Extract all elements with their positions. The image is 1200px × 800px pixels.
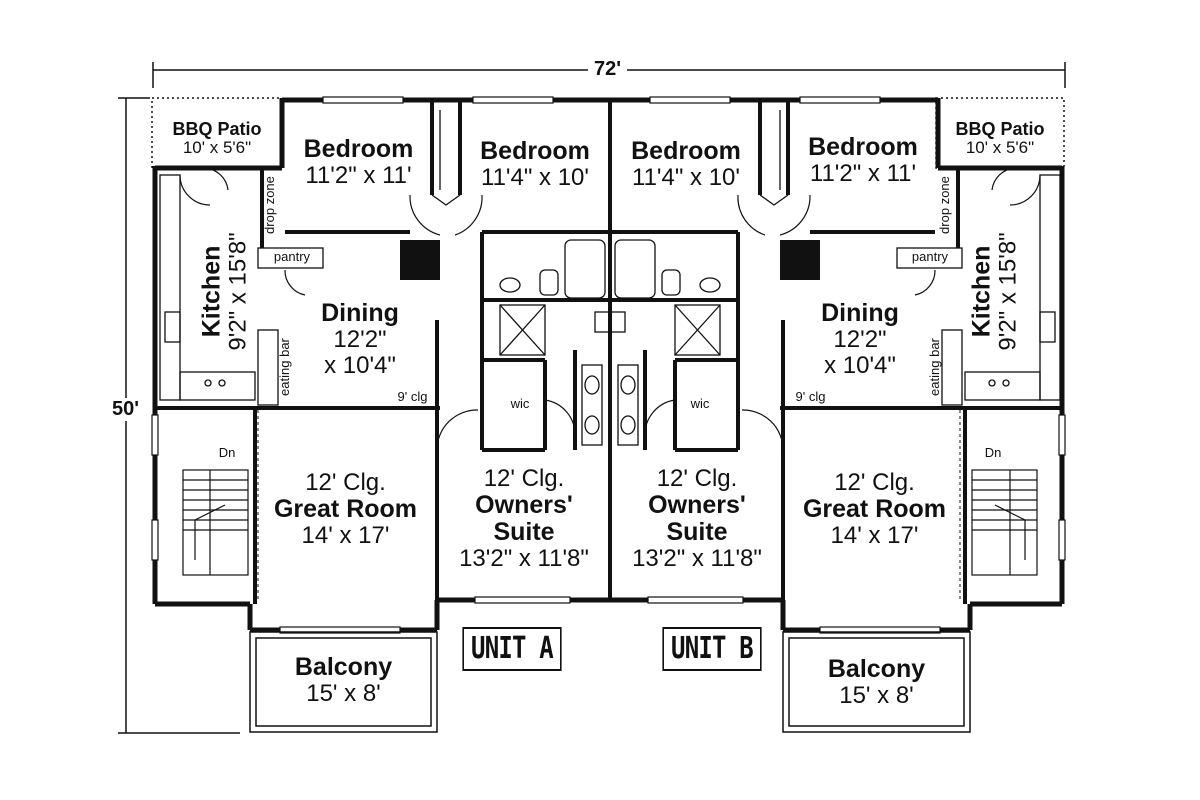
dining-a-name: Dining	[321, 299, 399, 327]
balcony-a: Balcony 15' x 8'	[256, 654, 431, 707]
bbq-patio-b-size: 10' x 5'6"	[965, 138, 1035, 158]
bbq-patio-a-size: 10' x 5'6"	[182, 138, 252, 158]
owners-suite-b-size: 13'2" x 11'8"	[632, 544, 762, 572]
kitchen-a-name: Kitchen	[197, 245, 226, 338]
great-room-b: 12' Clg. Great Room 14' x 17'	[787, 470, 962, 549]
bedroom-b1: Bedroom 11'4" x 10'	[612, 138, 760, 191]
bedroom-a1-size: 11'2" x 11'	[305, 162, 412, 189]
dining-a-size2: x 10'4"	[324, 351, 396, 379]
kitchen-a: Kitchen 9'2" x 15'8"	[197, 216, 252, 366]
balcony-b-size: 15' x 8'	[839, 682, 914, 709]
door-swings	[179, 174, 1041, 451]
balcony-a-size: 15' x 8'	[306, 680, 381, 707]
depth-dimension-label: 50'	[106, 398, 146, 421]
stairs-down-a: Dn	[218, 445, 236, 460]
dining-b-size1: 12'2"	[833, 326, 887, 353]
ceiling-9-a: 9' clg	[397, 389, 428, 404]
kitchen-b-name: Kitchen	[967, 245, 996, 338]
wic-b: wic	[690, 396, 710, 411]
great-room-a: 12' Clg. Great Room 14' x 17'	[258, 470, 433, 549]
patio-doors	[204, 167, 1016, 191]
ceiling-9-b: 9' clg	[795, 389, 826, 404]
bedroom-b2-name: Bedroom	[808, 133, 918, 161]
bbq-patio-a: BBQ Patio 10' x 5'6"	[152, 119, 282, 158]
dining-a-size1: 12'2"	[333, 326, 387, 353]
owners-suite-a: 12' Clg. Owners' Suite 13'2" x 11'8"	[440, 466, 608, 572]
great-room-b-ceiling: 12' Clg.	[834, 469, 915, 496]
owners-suite-b-name1: Owners'	[648, 490, 746, 519]
width-dimension-label: 72'	[588, 58, 628, 81]
bbq-patio-a-name: BBQ Patio	[172, 119, 262, 139]
interior-walls	[155, 100, 1062, 604]
bbq-patio-b: BBQ Patio 10' x 5'6"	[936, 119, 1064, 158]
dining-b-name: Dining	[821, 299, 899, 327]
kitchen-counters	[159, 174, 1061, 406]
great-room-a-name: Great Room	[273, 494, 418, 523]
bedroom-a2-name: Bedroom	[480, 137, 590, 165]
owners-suite-a-size: 13'2" x 11'8"	[459, 544, 589, 572]
zone-dashes	[160, 407, 961, 600]
balcony-a-name: Balcony	[294, 653, 393, 681]
eating-bar-a: eating bar	[276, 338, 292, 396]
great-room-b-size: 14' x 17'	[830, 521, 919, 549]
stairs	[182, 469, 1038, 576]
bedroom-b1-size: 11'4" x 10'	[632, 164, 740, 191]
owners-suite-a-name1: Owners'	[475, 490, 573, 519]
balcony-b: Balcony 15' x 8'	[789, 656, 964, 709]
wic-a: wic	[510, 396, 530, 411]
bath-fixtures	[499, 239, 721, 446]
unit-b-tag: UNIT B	[662, 627, 762, 671]
bedroom-b2-size: 11'2" x 11'	[809, 160, 917, 187]
owners-suite-a-ceiling: 12' Clg.	[483, 465, 565, 492]
eating-bar-b: eating bar	[926, 338, 942, 396]
bedroom-b1-name: Bedroom	[631, 137, 741, 165]
owners-suite-b-name2: Suite	[666, 517, 728, 546]
drop-zone-b: drop zone	[936, 176, 952, 234]
owners-suite-b: 12' Clg. Owners' Suite 13'2" x 11'8"	[613, 466, 781, 572]
windows	[151, 96, 1066, 634]
bedroom-b2: Bedroom 11'2" x 11'	[788, 134, 938, 187]
pantry-a: pantry	[273, 249, 311, 264]
kitchen-b: Kitchen 9'2" x 15'8"	[967, 216, 1022, 366]
owners-suite-b-ceiling: 12' Clg.	[656, 465, 738, 492]
unit-a-tag: UNIT A	[462, 627, 562, 671]
great-room-a-size: 14' x 17'	[301, 521, 390, 549]
pantry-b: pantry	[911, 249, 949, 264]
drop-zone-a: drop zone	[261, 176, 277, 234]
closets	[431, 110, 789, 206]
balconies	[249, 631, 971, 733]
dining-a: Dining 12'2" x 10'4"	[300, 300, 420, 379]
bedroom-a2-size: 11'4" x 10'	[481, 164, 589, 191]
kitchen-b-size: 9'2" x 15'8"	[994, 232, 1022, 351]
dining-b-size2: x 10'4"	[824, 351, 896, 379]
great-room-b-name: Great Room	[802, 494, 947, 523]
bedroom-a1: Bedroom 11'2" x 11'	[285, 136, 432, 189]
chimney-blocks	[400, 240, 820, 280]
kitchen-a-size: 9'2" x 15'8"	[224, 232, 252, 351]
bbq-patio-b-name: BBQ Patio	[955, 119, 1045, 139]
stairs-down-b: Dn	[984, 445, 1002, 460]
owners-suite-a-name2: Suite	[493, 517, 555, 546]
great-room-a-ceiling: 12' Clg.	[305, 469, 386, 496]
balcony-b-name: Balcony	[827, 655, 926, 683]
dining-b: Dining 12'2" x 10'4"	[800, 300, 920, 379]
bedroom-a2: Bedroom 11'4" x 10'	[460, 138, 610, 191]
bedroom-a1-name: Bedroom	[303, 135, 414, 163]
